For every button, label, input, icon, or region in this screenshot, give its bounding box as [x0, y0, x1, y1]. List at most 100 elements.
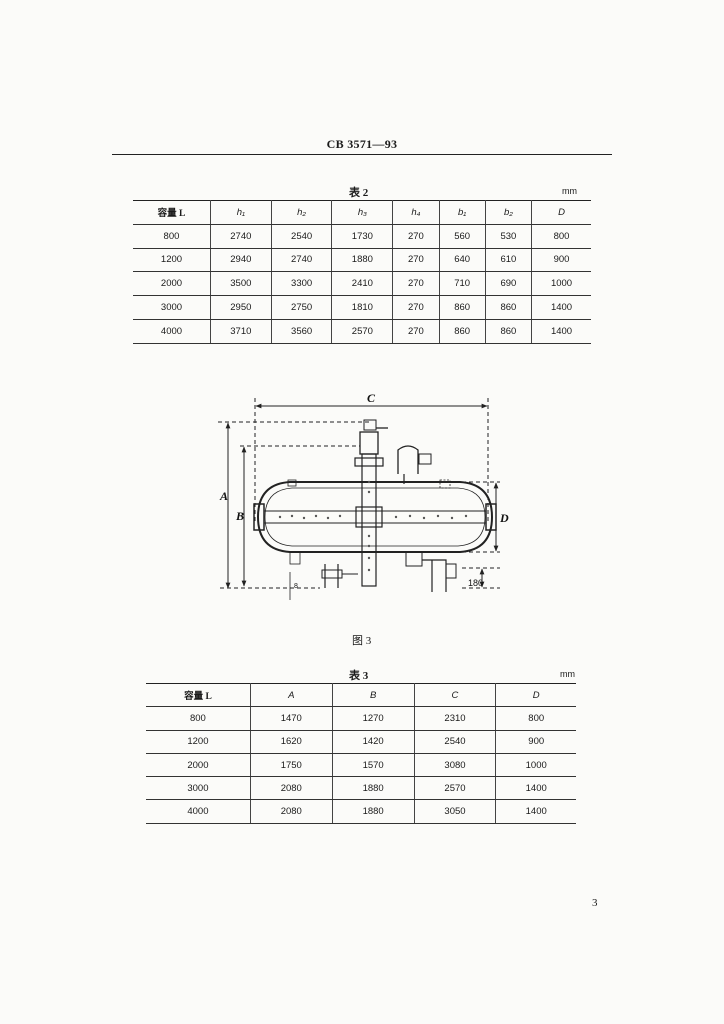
top-left-valve-bonnet: [363, 419, 377, 431]
table-cell: 860: [438, 295, 486, 320]
table-cell: 270: [392, 295, 440, 320]
table-cell: 1570: [331, 753, 415, 778]
figure-caption: 图 3: [352, 635, 372, 647]
table-cell: 1400: [495, 776, 576, 801]
table3-header-capacity: 容量 L: [146, 683, 251, 708]
table2-header-capacity: 容量 L: [133, 200, 211, 225]
table-cell: 2740: [209, 224, 272, 249]
table-cell: 2950: [209, 295, 272, 320]
capacity-cell: 4000: [133, 319, 211, 344]
table-cell: 530: [484, 224, 532, 249]
label-8: 8: [294, 583, 298, 590]
table-cell: 3050: [413, 799, 496, 824]
table2-header-h2: h₂: [270, 200, 332, 225]
bottom-fitting-left: [289, 551, 301, 565]
tank-drawing: C A B D 180 8: [218, 392, 509, 600]
table-cell: 2080: [249, 799, 333, 824]
table-cell: 860: [438, 319, 486, 344]
table-cell: 1400: [531, 295, 591, 320]
table-cell: 1270: [331, 706, 415, 731]
top-fitting-left: [287, 479, 297, 487]
table-cell: 1620: [249, 730, 333, 754]
table-cell: 1750: [249, 753, 333, 778]
table-cell: 270: [392, 271, 440, 297]
table-cell: 800: [495, 706, 576, 731]
bottom-drain-valve-right: [445, 563, 457, 579]
table-cell: 690: [484, 271, 532, 297]
table-cell: 2570: [331, 319, 393, 344]
table-cell: 270: [392, 224, 440, 249]
table-cell: 2740: [270, 248, 332, 273]
sight-pipe-dots: [278, 480, 468, 572]
table-cell: 610: [484, 248, 532, 273]
label-a: A: [219, 489, 228, 503]
capacity-cell: 2000: [146, 753, 251, 778]
table2-header-row: 容量 L h₁ h₂ h₃ h₄ b₁ b₂ D: [133, 200, 591, 225]
vertical-pipe: [361, 453, 377, 587]
center-junction: [355, 506, 383, 528]
capacity-cell: 800: [133, 224, 211, 249]
table3-header-a: A: [249, 683, 333, 708]
top-fitting-right: [439, 479, 451, 489]
top-right-valve: [397, 445, 419, 474]
table-cell: 270: [392, 248, 440, 273]
table-cell: 2750: [270, 295, 332, 320]
bottom-drain-pipe-right: [422, 559, 447, 592]
table-cell: 560: [438, 224, 486, 249]
table-cell: 800: [531, 224, 591, 249]
table-cell: 3560: [270, 319, 332, 344]
capacity-cell: 3000: [146, 776, 251, 801]
vessel-body: [256, 481, 494, 553]
table2-header-d: D: [531, 200, 591, 225]
page-number: 3: [592, 897, 598, 909]
table-cell: 1880: [331, 776, 415, 801]
document-code: CB 3571—93: [326, 137, 398, 151]
table-cell: 1810: [331, 295, 393, 320]
table-cell: 1880: [331, 248, 393, 273]
horizontal-sight-pipe: [263, 510, 487, 524]
table-cell: 1730: [331, 224, 393, 249]
table-cell: 1400: [495, 799, 576, 824]
table2-unit: mm: [562, 186, 577, 196]
capacity-cell: 1200: [133, 248, 211, 273]
header-rule: [112, 154, 612, 155]
label-d: D: [499, 511, 509, 525]
capacity-cell: 800: [146, 706, 251, 731]
table3-caption: 表 3: [349, 670, 369, 682]
table-cell: 3500: [209, 271, 272, 297]
table-cell: 1880: [331, 799, 415, 824]
table-cell: 2410: [331, 271, 393, 297]
table2-header-h3: h₃: [331, 200, 393, 225]
table-cell: 2570: [413, 776, 496, 801]
table-cell: 3710: [209, 319, 272, 344]
bottom-valve-center: [405, 551, 423, 567]
table-cell: 1000: [495, 753, 576, 778]
table2-caption: 表 2: [349, 187, 369, 199]
bottom-drain-pipe-left: [324, 564, 339, 588]
table2-header-h1: h₁: [209, 200, 272, 225]
table-cell: 1470: [249, 706, 333, 731]
table-cell: 710: [438, 271, 486, 297]
table-cell: 1000: [531, 271, 591, 297]
top-pipe-flange: [354, 457, 384, 467]
label-b: B: [235, 509, 244, 523]
table2-header-h4: h₄: [392, 200, 440, 225]
table-cell: 270: [392, 319, 440, 344]
table-cell: 2540: [413, 730, 496, 754]
label-180: 180: [468, 578, 483, 588]
capacity-cell: 1200: [146, 730, 251, 754]
table3-unit: mm: [560, 669, 575, 679]
